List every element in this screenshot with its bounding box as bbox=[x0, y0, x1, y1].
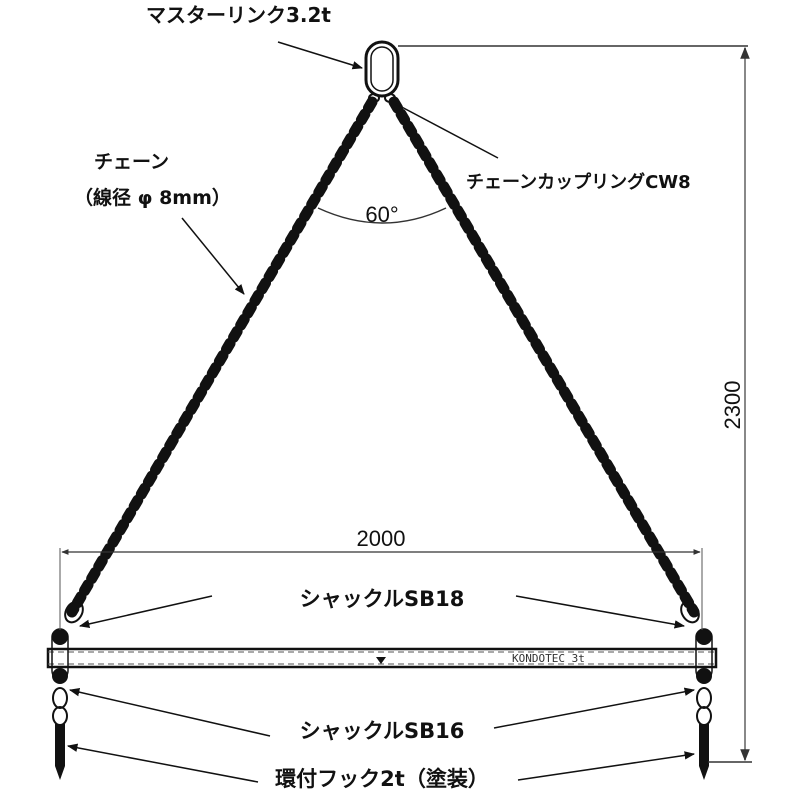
leader-shackle-bottom-right bbox=[493, 687, 696, 729]
right-hardware bbox=[680, 600, 713, 780]
chain-left bbox=[66, 96, 378, 618]
leader-master-link bbox=[277, 41, 364, 70]
leader-coupling bbox=[395, 103, 499, 159]
label-coupling: チェーンカップリングCW8 bbox=[466, 171, 691, 193]
leader-shackle-top-right bbox=[515, 595, 686, 629]
leader-hook-right bbox=[517, 751, 696, 781]
dim-width-label: 2000 bbox=[357, 526, 406, 551]
dim-height-label: 2300 bbox=[720, 381, 745, 430]
dim-width bbox=[59, 548, 703, 630]
chain-right bbox=[388, 96, 700, 618]
leader-hook-left bbox=[66, 743, 259, 783]
beam-stamp: KONDOTEC 3t bbox=[512, 652, 585, 665]
leader-shackle-bottom-left bbox=[68, 688, 271, 737]
leader-shackle-top-left bbox=[78, 595, 213, 629]
angle-arc bbox=[317, 207, 447, 224]
label-hook: 環付フック2t（塗装） bbox=[275, 767, 489, 791]
label-chain-line1: チェーン bbox=[94, 151, 169, 173]
lifting-beam: KONDOTEC 3t bbox=[46, 647, 718, 669]
dim-height bbox=[708, 46, 752, 763]
angle-label: 60° bbox=[365, 202, 398, 227]
master-link bbox=[364, 40, 400, 103]
center-mark-icon bbox=[376, 657, 386, 664]
label-shackle-bottom: シャックルSB16 bbox=[300, 719, 465, 743]
label-chain-line2: （線径 φ 8mm） bbox=[74, 186, 231, 209]
leader-chain bbox=[181, 217, 245, 295]
label-master-link: マスターリンク3.2t bbox=[146, 3, 331, 27]
label-shackle-top: シャックルSB18 bbox=[300, 587, 465, 611]
